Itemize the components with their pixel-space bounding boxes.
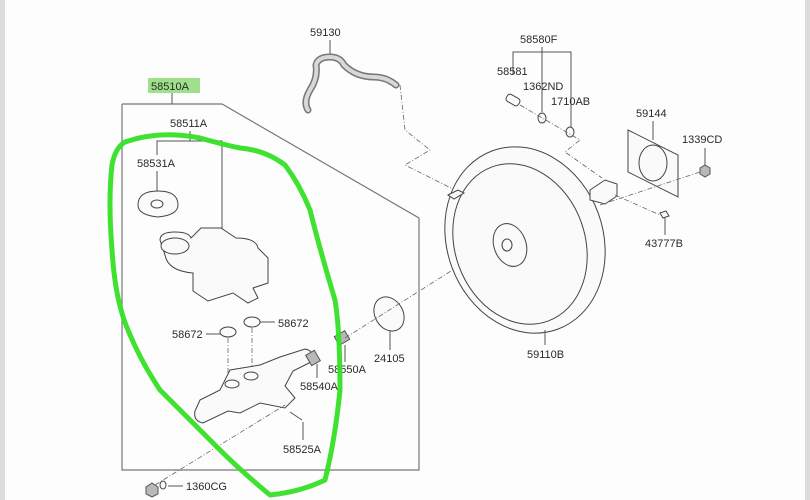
axis-gasket — [599, 171, 701, 206]
vacuum-hose-highlight — [303, 54, 398, 112]
fitting-58540A — [304, 349, 322, 367]
label-58510A: 58510A — [151, 81, 190, 93]
parts-diagram: 58510A 58511A 58531A 58672 58672 58525A … — [5, 0, 805, 500]
grommet-right — [243, 316, 261, 328]
label-58540A: 58540A — [300, 381, 339, 393]
label-58525A: 58525A — [283, 444, 322, 456]
label-1710AB: 1710AB — [551, 96, 590, 108]
label-58672-left: 58672 — [172, 329, 203, 341]
pin-58525A — [289, 411, 303, 421]
green-annotation-circle — [107, 132, 343, 498]
label-1362ND: 1362ND — [523, 81, 563, 93]
left-border — [0, 0, 5, 500]
axis-hose — [399, 84, 456, 191]
label-1360CG: 1360CG — [186, 481, 227, 493]
clevis-pin — [505, 93, 521, 107]
port-right — [243, 371, 259, 381]
label-59110B: 59110B — [527, 349, 564, 361]
port-left — [224, 379, 240, 389]
leader-58511A — [156, 140, 223, 230]
label-43777B: 43777B — [645, 238, 683, 250]
nut-1339CD — [699, 164, 711, 178]
master-cylinder — [194, 348, 314, 424]
label-58550A: 58550A — [328, 364, 367, 376]
label-58511A: 58511A — [170, 118, 208, 130]
axis-master-cylinder — [154, 404, 286, 486]
washer-bottom — [159, 480, 167, 490]
booster-center — [501, 238, 513, 252]
washer-1362ND — [537, 112, 547, 124]
label-59130: 59130 — [310, 27, 341, 39]
grommet-left — [219, 326, 237, 338]
label-59144: 59144 — [636, 108, 667, 120]
assembly-box — [121, 103, 420, 471]
reservoir-neck — [160, 237, 190, 255]
label-58580F: 58580F — [520, 34, 558, 46]
label-58581: 58581 — [497, 66, 528, 78]
vacuum-hose — [302, 53, 400, 114]
nut-bottom — [145, 482, 159, 498]
assembly-label-highlight — [148, 78, 200, 93]
label-58672-right: 58672 — [278, 318, 309, 330]
gasket-opening — [638, 144, 668, 182]
snap-pin-43777B — [659, 210, 670, 219]
o-ring-24105 — [373, 296, 405, 332]
label-24105: 24105 — [374, 353, 405, 365]
diagram-svg: 58510A 58511A 58531A 58672 58672 58525A … — [107, 27, 722, 498]
axis-clevis — [519, 104, 603, 179]
axis-snap-pin — [614, 194, 661, 216]
label-1339CD: 1339CD — [682, 134, 722, 146]
cap-center — [150, 199, 164, 209]
label-58531A: 58531A — [137, 158, 176, 170]
right-border — [805, 0, 810, 500]
booster-check-valve — [447, 189, 466, 200]
